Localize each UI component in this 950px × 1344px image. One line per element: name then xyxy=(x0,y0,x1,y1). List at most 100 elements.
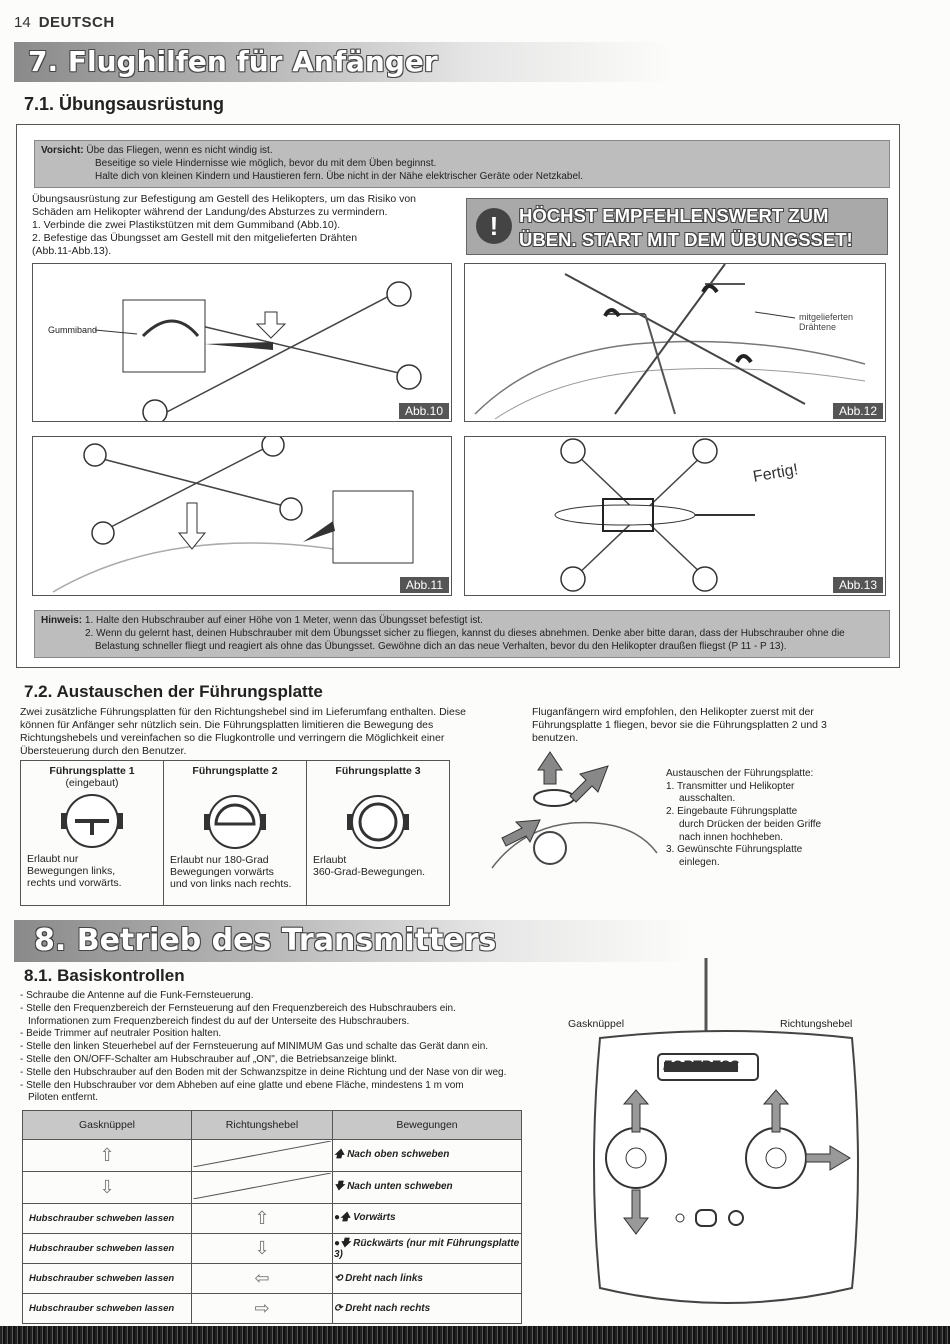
list-item: Informationen zum Frequenzbereich findes… xyxy=(28,1015,410,1027)
exchange-line: ausschalten. xyxy=(679,793,736,805)
scan-edge xyxy=(0,1326,950,1344)
movement-cell: ●🡇 Rückwärts (nur mit Führungsplatte 3) xyxy=(332,1233,522,1264)
movement-text: Nach unten schweben xyxy=(347,1181,453,1192)
plate-1-desc: Bewegungen links, xyxy=(27,865,116,877)
hint-line-2: 2. Wenn du gelernt hast, deinen Hubschra… xyxy=(85,628,845,639)
exchange-line: 1. Transmitter und Helikopter xyxy=(666,780,795,792)
skid-attachment-illustration xyxy=(474,263,866,420)
movement-cell: ⟲ Dreht nach links xyxy=(332,1263,522,1294)
table-row: ⇩ 🡇 Nach unten schweben xyxy=(22,1171,522,1204)
finished-setup-illustration xyxy=(554,438,755,592)
arrow-left-icon: ⇦ xyxy=(254,1268,270,1288)
arrow-right-icon: ⇨ xyxy=(254,1298,270,1318)
intro-line: 1. Verbinde die zwei Plastikstützen mit … xyxy=(32,219,341,231)
recommend-box: ! HÖCHST EMPFEHLENSWERT ZUM ÜBEN. START … xyxy=(466,198,888,255)
section8-title-band: 8. Betrieb des Transmitters xyxy=(14,920,694,962)
figure-abb11: Abb.11 xyxy=(32,433,452,596)
plate-2-desc: Bewegungen vorwärts xyxy=(170,866,274,878)
intro-line: (Abb.11-Abb.13). xyxy=(32,245,112,257)
direction-cell: ⇧ xyxy=(191,1203,333,1234)
table-row: ⇧ 🡅 Nach oben schweben xyxy=(22,1139,522,1172)
plate-3-icon xyxy=(347,795,409,849)
arrow-down-icon: ⇩ xyxy=(254,1238,270,1258)
exchange-line: einlegen. xyxy=(679,856,720,868)
plate-2-desc: Erlaubt nur 180-Grad xyxy=(170,854,269,866)
plate-3-desc: 360-Grad-Bewegungen. xyxy=(313,866,426,878)
wires-label-line-1: mitgelieferten xyxy=(799,312,854,322)
table-row: Hubschrauber schweben lassen ⇨ ⟳ Dreht n… xyxy=(22,1293,522,1324)
throttle-cell: Hubschrauber schweben lassen xyxy=(22,1263,192,1294)
page-number: 14 xyxy=(14,14,31,31)
list-item: Piloten entfernt. xyxy=(28,1092,99,1104)
abb13-label: Abb.13 xyxy=(832,577,883,593)
throttle-cell: Hubschrauber schweben lassen xyxy=(22,1203,192,1234)
intro-line: 2. Befestige das Übungsset am Gestell mi… xyxy=(32,232,358,244)
plate-1-desc: rechts und vorwärts. xyxy=(27,877,122,889)
figure-abb10: Gummiband Abb.10 xyxy=(32,263,452,425)
exchange-line: Austauschen der Führungsplatte: xyxy=(666,768,814,779)
direction-cell: ⇨ xyxy=(191,1293,333,1324)
section7-title: 7. Flughilfen für Anfänger xyxy=(28,45,438,78)
list-item: - Stelle den Hubschrauber auf den Boden … xyxy=(20,1066,507,1078)
section7-2-title: 7.2. Austauschen der Führungsplatte xyxy=(24,682,323,701)
plate-rec-line: benutzen. xyxy=(532,732,579,744)
exchange-line: 3. Gewünschte Führungsplatte xyxy=(666,844,803,856)
plate-intro-line: können für Anfänger sehr nützlich sein. … xyxy=(20,719,434,731)
movement-cell: 🡅 Nach oben schweben xyxy=(332,1139,522,1172)
training-gear-illustration xyxy=(94,281,422,425)
list-item: - Beide Trimmer auf neutraler Position h… xyxy=(20,1028,222,1040)
recommend-line-2: ÜBEN. START MIT DEM ÜBUNGSSET! xyxy=(519,229,853,250)
plate-1-desc: Erlaubt nur xyxy=(27,853,79,865)
basic-controls-list: - Schraube die Antenne auf die Funk-Fern… xyxy=(20,990,560,1105)
controls-table: Gasknüppel Richtungshebel Bewegungen ⇧ 🡅… xyxy=(22,1110,522,1324)
training-intro: Übungsausrüstung zur Befestigung am Gest… xyxy=(32,193,462,258)
plate-intro-line: Übersteuerung durch den Benutzer. xyxy=(20,745,187,757)
abb10-label: Abb.10 xyxy=(398,403,449,419)
caution-line-3: Halte dich von kleinen Kindern und Haust… xyxy=(95,171,584,182)
movement-text: Dreht nach rechts xyxy=(345,1303,431,1314)
caution-line-1: Übe das Fliegen, wenn es nicht windig is… xyxy=(86,145,273,156)
controls-header-row: Gasknüppel Richtungshebel Bewegungen xyxy=(22,1110,522,1140)
page-language: DEUTSCH xyxy=(38,14,115,31)
plate-intro-line: Richtungshebels und vereinfachen so die … xyxy=(20,732,445,744)
plate-1-subtitle: (eingebaut) xyxy=(65,777,119,789)
gear-mounting-illustration xyxy=(52,433,414,593)
figure-abb12: mitgelieferten Drähtene Abb.12 xyxy=(464,263,886,422)
intro-line: Schäden am Helikopter während der Landun… xyxy=(32,206,388,218)
list-item: - Stelle den linken Steuerhebel auf der … xyxy=(20,1041,489,1053)
hint-box: Hinweis: 1. Halte den Hubschrauber auf e… xyxy=(34,610,890,658)
movement-cell: ⟳ Dreht nach rechts xyxy=(332,1293,522,1324)
list-item: - Stelle den Hubschrauber vor dem Abhebe… xyxy=(20,1079,464,1091)
hint-line-3: Belastung schneller fliegt und reagiert … xyxy=(95,641,787,652)
direction-stick-label: Richtungshebel xyxy=(780,1018,853,1030)
gummiband-label: Gummiband xyxy=(48,325,98,335)
guide-plates-table: Führungsplatte 1 (eingebaut) Erlaubt nur… xyxy=(20,760,450,906)
up-icon: 🡅 xyxy=(334,1149,345,1160)
intro-line: Übungsausrüstung zur Befestigung am Gest… xyxy=(32,193,417,205)
table-row: Hubschrauber schweben lassen ⇧ ●🡅 Vorwär… xyxy=(22,1203,522,1234)
warning-exclamation-icon: ! xyxy=(476,208,512,244)
direction-cell: ⇩ xyxy=(191,1233,333,1264)
plate-rec-line: Fluganfängern wird empfohlen, den Heliko… xyxy=(532,706,814,718)
list-item: - Stelle den Frequenzbereich der Fernste… xyxy=(20,1002,456,1014)
hint-line-1: 1. Halte den Hubschrauber auf einer Höhe… xyxy=(84,615,483,626)
plate-1-icon xyxy=(61,794,123,848)
down-icon: 🡇 xyxy=(334,1181,345,1192)
direction-cell xyxy=(191,1171,333,1204)
list-item: - Schraube die Antenne auf die Funk-Fern… xyxy=(20,990,254,1001)
plate-rec-line: Führungsplatte 1 fliegen, bevor sie die … xyxy=(532,719,827,731)
direction-cell: ⇦ xyxy=(191,1263,333,1294)
caution-label: Vorsicht: xyxy=(41,145,84,156)
exchange-line: durch Drücken der beiden Griffe xyxy=(679,818,822,830)
movement-text: Dreht nach links xyxy=(345,1273,423,1284)
plate-intro: Zwei zusätzliche Führungsplatten für den… xyxy=(20,706,510,758)
section8-1-title: 8.1. Basiskontrollen xyxy=(24,966,185,985)
abb12-label: Abb.12 xyxy=(832,403,883,419)
exchange-line: 2. Eingebaute Führungsplatte xyxy=(666,806,798,818)
recommend-line-1: HÖCHST EMPFEHLENSWERT ZUM xyxy=(519,205,829,226)
col-header-movement: Bewegungen xyxy=(332,1110,522,1140)
page-header: 14 DEUTSCH xyxy=(14,14,115,31)
col-header-throttle: Gasknüppel xyxy=(22,1110,192,1140)
table-row: Hubschrauber schweben lassen ⇦ ⟲ Dreht n… xyxy=(22,1263,522,1294)
section7-title-band: 7. Flughilfen für Anfänger xyxy=(14,42,674,82)
